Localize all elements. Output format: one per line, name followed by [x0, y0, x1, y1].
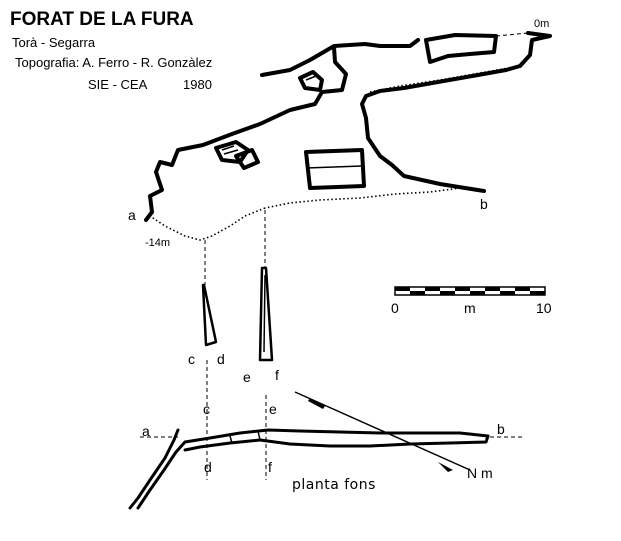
section-c-label: c	[188, 351, 195, 367]
plan-d-label: d	[204, 459, 212, 475]
plan-point-a: a	[142, 423, 150, 439]
survey-title: FORAT DE LA FURA	[10, 9, 194, 30]
scale-max-label: 10	[536, 300, 552, 316]
cross-section-ef: e f	[243, 266, 279, 385]
central-rock-block	[304, 148, 366, 190]
surface-line	[495, 32, 529, 37]
section-guide-ef	[264, 210, 267, 480]
cross-section-cd: c d	[188, 283, 225, 367]
section-e-label: e	[243, 369, 251, 385]
central-block-crack	[305, 165, 363, 169]
plan-outline	[128, 428, 490, 510]
depth-bottom-label: -14m	[145, 237, 170, 249]
plan-c-label: c	[203, 401, 210, 417]
plan-f-label: f	[268, 459, 272, 475]
entrance-shaft-wall	[360, 31, 552, 193]
north-arrow-icon: N m	[294, 391, 493, 481]
boulder-middle	[214, 140, 250, 164]
organization-text: SIE - CEA	[88, 77, 148, 92]
plan-inner-lines	[229, 430, 261, 444]
section-f-label: f	[275, 367, 279, 383]
year-text: 1980	[183, 77, 212, 92]
boulder-top	[298, 70, 324, 92]
entrance-floor	[369, 65, 521, 93]
location-text: Torà - Segarra	[12, 35, 96, 50]
plan-e-label: e	[269, 401, 277, 417]
section-guide-cd	[204, 240, 208, 480]
surveyors-text: Topografia: A. Ferro - R. Gonzàlez	[15, 55, 212, 70]
scale-unit-label: m	[464, 300, 476, 316]
entrance-rock-block	[424, 33, 498, 64]
boulder-hatch	[221, 75, 317, 155]
scale-min-label: 0	[391, 300, 399, 316]
cave-ceiling-upper	[260, 38, 420, 77]
boulder-small	[234, 148, 260, 170]
plan-caption: planta fons	[292, 477, 376, 493]
cave-plan: a b c d e f planta fons	[128, 401, 522, 510]
profile-point-b: b	[480, 196, 488, 212]
cave-wall-left	[144, 45, 348, 222]
north-label: N m	[467, 465, 493, 481]
cave-floor-right	[264, 187, 485, 209]
scale-bar: 0 m 10	[391, 286, 552, 316]
section-d-label: d	[217, 351, 225, 367]
cave-floor-left	[149, 207, 266, 241]
profile-point-a: a	[128, 207, 136, 223]
cave-profile: a b 0m -14m	[128, 18, 552, 249]
depth-top-label: 0m	[534, 18, 549, 30]
plan-point-b: b	[497, 421, 505, 437]
